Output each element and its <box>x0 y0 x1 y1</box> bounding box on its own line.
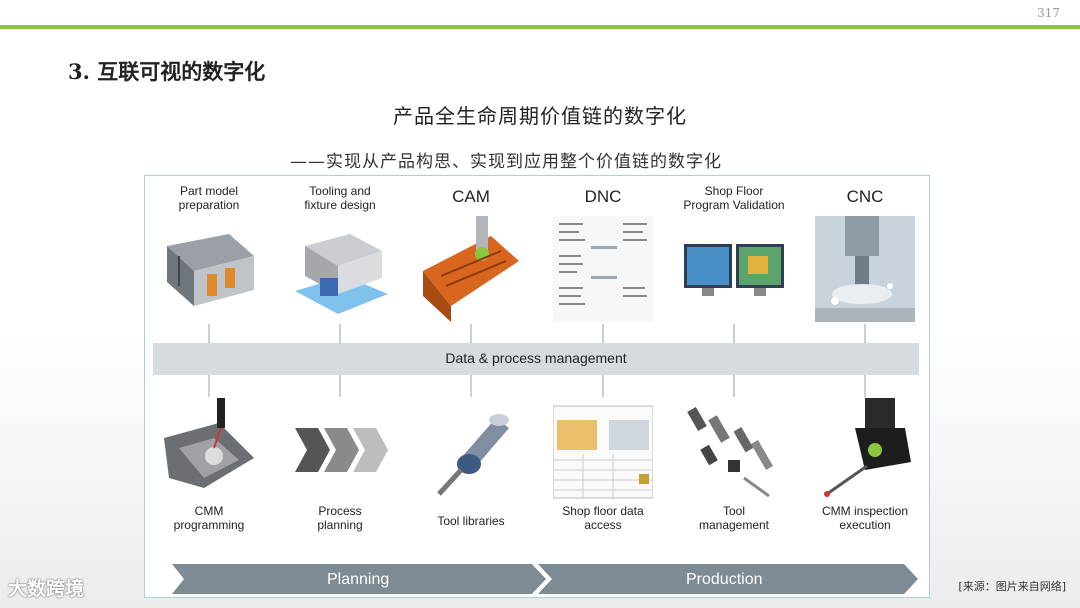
cmm-probe-image <box>164 398 254 488</box>
connector-line <box>864 375 866 397</box>
data-process-label: Data & process management <box>445 350 627 366</box>
cnc-machining-image <box>815 216 915 322</box>
bottom-label-tool-management: Tool management <box>698 504 770 532</box>
tool-holder-image <box>437 414 509 496</box>
part-model-image <box>167 234 254 306</box>
connector-line <box>602 375 604 397</box>
program-sheet-image <box>553 405 653 499</box>
phase-planning: Planning <box>327 571 390 588</box>
top-label-shop-floor: Shop Floor Program Validation <box>683 184 785 212</box>
tool-set-image <box>687 406 773 498</box>
connector-line <box>208 324 210 343</box>
connector-line <box>470 375 472 397</box>
bottom-label-shop-floor-data: Shop floor data access <box>562 504 644 532</box>
section-title: 3. 互联可视的数字化 <box>68 59 266 84</box>
page-number: 317 <box>1037 6 1060 20</box>
connector-line <box>602 324 604 343</box>
bottom-label-process-planning: Process planning <box>317 504 363 532</box>
chevrons-image <box>295 428 388 472</box>
phase-production: Production <box>686 571 763 588</box>
watermark-logo: 大数跨境 <box>8 578 85 600</box>
monitors-image <box>684 244 784 296</box>
top-label-part-model: Part model preparation <box>178 184 240 212</box>
phase-arrow-bar: Planning Production <box>172 564 920 594</box>
bottom-label-cmm-inspection: CMM inspection execution <box>821 504 909 532</box>
connector-line <box>208 375 210 397</box>
dnc-code-image <box>553 216 653 322</box>
source-note: [来源：图片来自网络] <box>958 580 1066 593</box>
top-label-dnc: DNC <box>584 187 622 206</box>
main-title: 产品全生命周期价值链的数字化 <box>393 104 687 128</box>
header-accent-line <box>0 25 1080 29</box>
phase-arrows <box>172 564 918 594</box>
connector-line <box>864 324 866 343</box>
connector-line <box>733 324 735 343</box>
sub-title: ——实现从产品构思、实现到应用整个价值链的数字化 <box>290 152 722 172</box>
data-process-bar: Data & process management <box>153 343 919 375</box>
top-label-fixture: Tooling and fixture design <box>304 184 376 212</box>
inspection-probe-image <box>824 398 911 497</box>
cam-part-image <box>423 216 519 322</box>
connector-line <box>470 324 472 343</box>
connector-line <box>733 375 735 397</box>
connector-line <box>339 324 341 343</box>
top-label-cnc: CNC <box>846 187 884 206</box>
connector-line <box>339 375 341 397</box>
top-label-cam: CAM <box>452 187 490 206</box>
bottom-label-tool-libraries: Tool libraries <box>437 514 505 528</box>
fixture-image <box>295 234 388 314</box>
bottom-label-cmm-programming: CMM programming <box>173 504 245 532</box>
value-chain-diagram: Data & process management Part model pre… <box>144 175 930 598</box>
